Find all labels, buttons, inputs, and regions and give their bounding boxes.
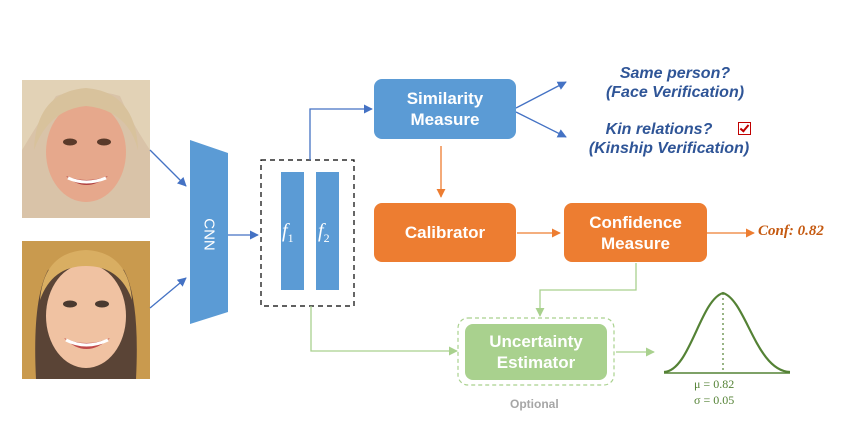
feature-bar-f2	[316, 172, 339, 290]
cnn-block	[190, 140, 228, 324]
feature-label-f2: f2	[318, 220, 330, 245]
feature-label-f1: f1	[282, 220, 294, 245]
feature-bar-f1	[281, 172, 304, 290]
checkbox-checked-icon	[738, 122, 751, 135]
optional-label: Optional	[510, 397, 559, 411]
gaussian-curve-icon	[663, 291, 791, 374]
mu-value: μ = 0.82	[694, 377, 735, 391]
cnn-label: CNN	[200, 218, 218, 251]
uncertainty-estimator-box: Uncertainty Estimator	[465, 324, 607, 380]
similarity-measure-box: Similarity Measure	[374, 79, 516, 139]
confidence-output: Conf: 0.82	[758, 223, 824, 239]
calibrator-box: Calibrator	[374, 203, 516, 262]
uncertainty-dashed-outline	[457, 317, 615, 386]
features-dashed-box	[260, 159, 355, 307]
sigma-value: σ = 0.05	[694, 393, 735, 407]
face-photo-1	[22, 80, 150, 218]
question-face-verification: Same person? (Face Verification)	[605, 65, 745, 101]
confidence-measure-box: Confidence Measure	[564, 203, 707, 262]
question-kinship-verification: Kin relations? (Kinship Verification)	[588, 121, 750, 157]
face-photo-2	[22, 241, 150, 379]
